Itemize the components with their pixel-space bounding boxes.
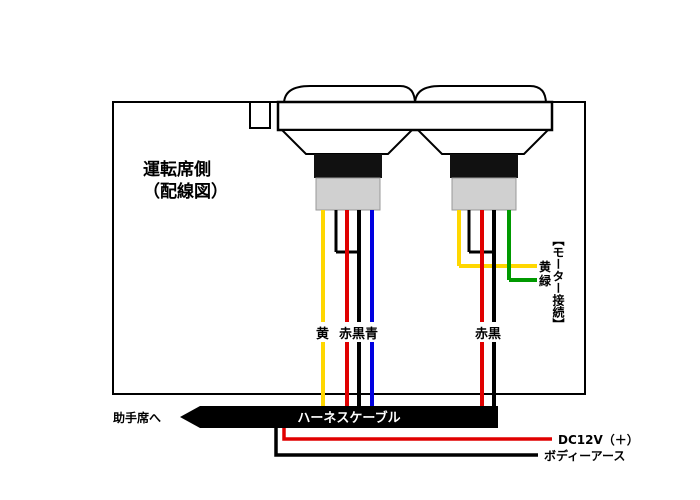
- harness-arrow-head: [180, 406, 200, 428]
- panel-tab: [249, 101, 271, 129]
- power-wire: [282, 428, 552, 441]
- diagram-title-line1: 運転席側: [143, 159, 211, 180]
- motor-label-yellow: 黄: [539, 259, 551, 274]
- wire-label-blue: 青: [365, 326, 378, 342]
- motor-connection-label: 【モーター接続】: [551, 234, 565, 330]
- harness-label: ハーネスケーブル: [297, 410, 400, 426]
- wire-label-right-red: 赤: [475, 326, 488, 342]
- wire-label-right-black: 黒: [488, 326, 501, 342]
- ground-label: ボディーアース: [544, 448, 625, 463]
- wire-label-black: 黒: [352, 326, 365, 342]
- power-label: DC12V（＋）: [558, 432, 639, 447]
- left-lamp-body: [279, 129, 415, 155]
- left-lamp-socket: [314, 154, 382, 178]
- right-lamp-body: [415, 129, 551, 155]
- left-connector: [315, 177, 381, 211]
- right-wire-group: [457, 210, 537, 410]
- right-lamp-dome: [413, 85, 548, 105]
- wire-label-yellow: 黄: [316, 326, 329, 342]
- harness-cable: [200, 406, 498, 428]
- lamp-bezel: [276, 100, 554, 132]
- ground-wire: [274, 428, 538, 457]
- passenger-side-label: 助手席へ: [113, 410, 161, 425]
- left-wire-group: [321, 210, 374, 410]
- wire-label-red: 赤: [339, 326, 352, 342]
- motor-label-green: 緑: [539, 273, 552, 288]
- left-lamp-dome: [282, 85, 417, 105]
- right-connector: [451, 177, 517, 211]
- right-lamp-socket: [450, 154, 518, 178]
- diagram-title-line2: （配線図）: [143, 181, 228, 202]
